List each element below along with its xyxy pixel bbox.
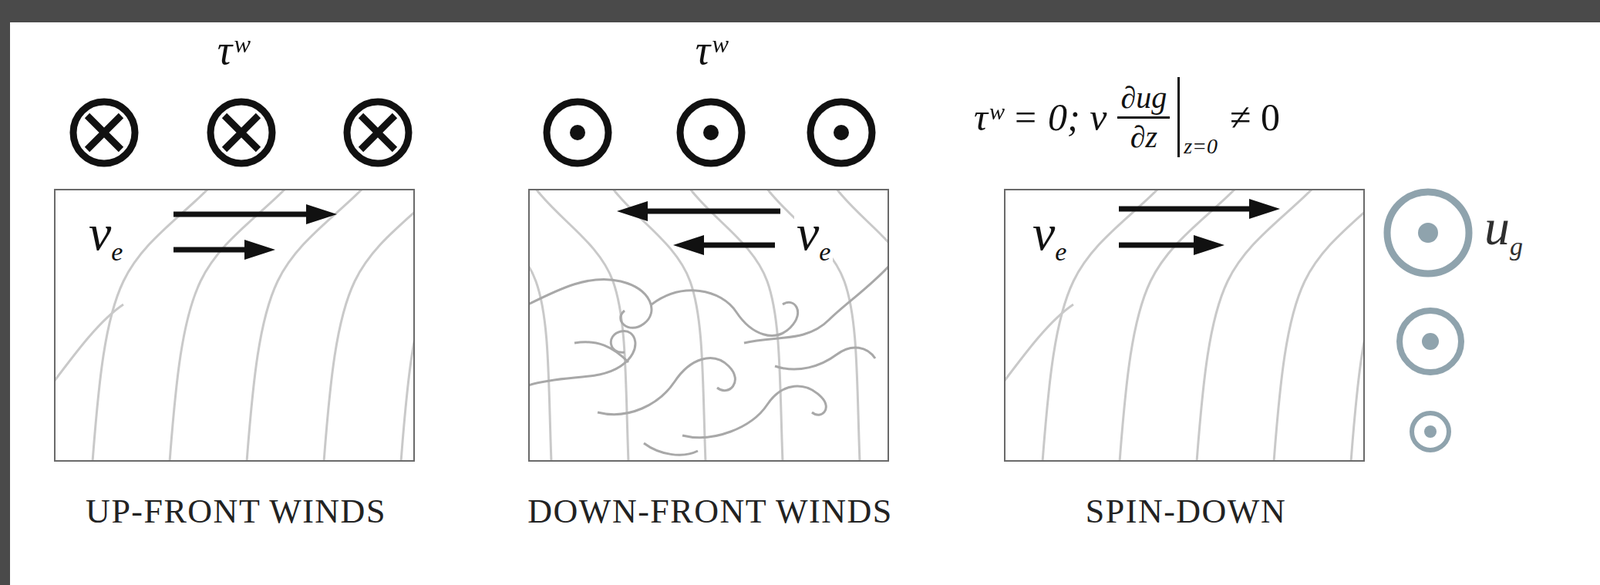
- spin-down-condition: τʷ = 0; ν∂ug∂zz=0≠ 0: [973, 77, 1280, 158]
- isopycnal-lines: [53, 188, 415, 462]
- velocity-symbol: ve: [1030, 207, 1069, 266]
- panel-box: veSPIN-DOWN: [1003, 188, 1365, 462]
- fraction-denominator: ∂z: [1130, 118, 1158, 155]
- isopycnal-lines: [528, 188, 890, 462]
- panel-caption: DOWN-FRONT WINDS: [498, 494, 922, 530]
- isopycnal-lines: [1003, 188, 1365, 462]
- panel-box: veUP-FRONT WINDS: [53, 188, 415, 462]
- formula-text: ≠ 0: [1229, 97, 1280, 137]
- evaluation-bar: z=0: [1177, 77, 1218, 158]
- ekman-arrows: [173, 198, 1280, 260]
- fraction: ∂ug∂z: [1117, 80, 1170, 155]
- evaluation-point: z=0: [1183, 135, 1218, 158]
- panel-caption: SPIN-DOWN: [974, 494, 1398, 530]
- wind-out-of-page-symbols: [546, 101, 873, 164]
- velocity-symbol: ve: [86, 207, 125, 266]
- wind-stress-symbol: τʷ: [695, 29, 727, 71]
- wind-into-page-symbols: [73, 101, 409, 164]
- wind-stress-symbol: τʷ: [217, 29, 249, 71]
- panel-caption: UP-FRONT WINDS: [24, 494, 448, 530]
- fraction-numerator: ∂ug: [1117, 80, 1170, 119]
- geostrophic-flow-symbols: [1387, 192, 1469, 451]
- geostrophic-velocity-symbol: ug: [1482, 202, 1526, 260]
- turbulence-swirls: [528, 266, 890, 455]
- velocity-symbol: ve: [794, 207, 833, 266]
- formula-text: τʷ = 0; ν: [973, 97, 1107, 137]
- panel-box: veDOWN-FRONT WINDS: [528, 188, 890, 462]
